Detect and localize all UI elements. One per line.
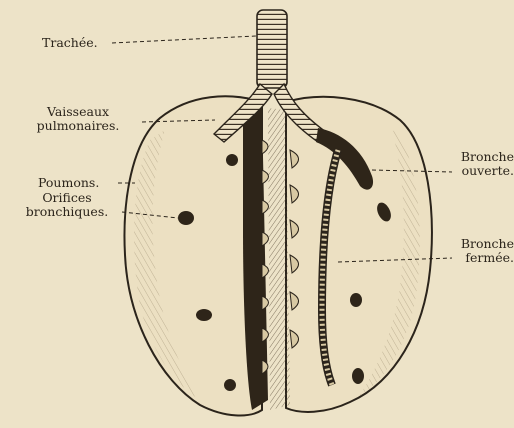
label-vaisseaux-line1: Vaisseaux (14, 105, 142, 119)
label-bronche-ouverte-line1: Bronche (452, 150, 514, 164)
label-orifices-line2: bronchiques. (12, 205, 122, 219)
label-vaisseaux-line2: pulmonaires. (14, 119, 142, 133)
label-vaisseaux-pulmonaires: Vaisseaux pulmonaires. (14, 105, 142, 133)
label-orifices-bronchiques: Orifices bronchiques. (12, 191, 122, 219)
label-bronche-ouverte: Bronche ouverte. (452, 150, 514, 178)
label-bronche-ouverte-line2: ouverte. (452, 164, 514, 178)
label-trachee: Trachée. (42, 36, 98, 50)
label-bronche-fermee: Bronche fermée. (452, 237, 514, 265)
trachea (257, 10, 287, 88)
label-bronche-fermee-line2: fermée. (452, 251, 514, 265)
label-poumons: Poumons. (38, 176, 99, 190)
label-bronche-fermee-line1: Bronche (452, 237, 514, 251)
label-orifices-line1: Orifices (12, 191, 122, 205)
